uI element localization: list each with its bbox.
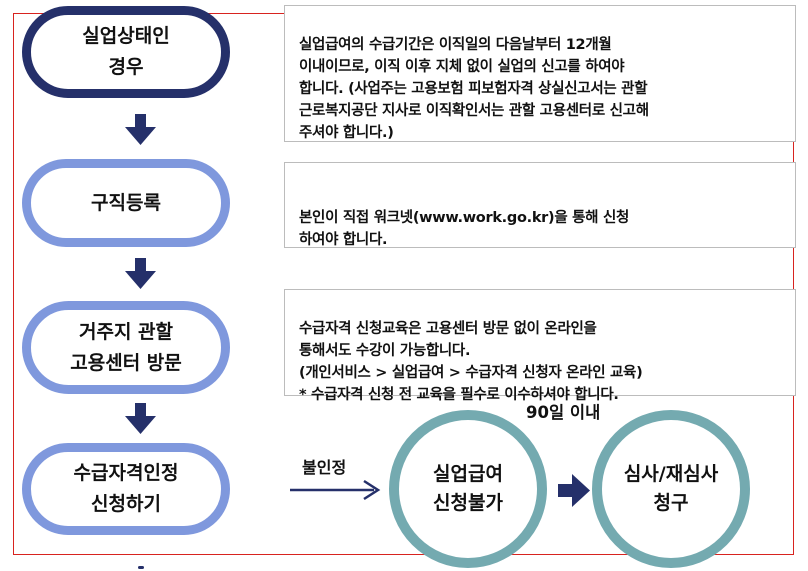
- outcome-review-request: 심사/재심사 청구: [592, 410, 750, 568]
- description-unemployed: 실업급여의 수급기간은 이직일의 다음날부터 12개월 이내이므로, 이직 이후…: [284, 5, 796, 142]
- right-arrow-icon: [558, 474, 590, 507]
- step-unemployed-label: 실업상태인 경우: [82, 25, 170, 78]
- outcome-not-eligible-label: 실업급여 신청불가: [433, 463, 503, 514]
- description-visit-center-text: 수급자격 신청교육은 고용센터 방문 없이 온라인을 통해서도 수강이 가능합니…: [299, 321, 643, 403]
- bottom-mark: [138, 566, 144, 569]
- down-arrow-icon: [125, 258, 156, 289]
- outcome-review-request-label: 심사/재심사 청구: [623, 463, 719, 514]
- reject-label: 불인정: [302, 458, 347, 477]
- description-job-registration-text: 본인이 직접 워크넷(www.work.go.kr)을 통해 신청 하여야 합니…: [299, 210, 630, 248]
- step-apply-eligibility: 수급자격인정 신청하기: [22, 443, 230, 535]
- down-arrow-icon: [125, 114, 156, 145]
- step-apply-eligibility-label: 수급자격인정 신청하기: [73, 462, 179, 515]
- down-arrow-icon: [125, 403, 156, 434]
- deadline-label: 90일 이내: [526, 403, 601, 422]
- outcome-not-eligible: 실업급여 신청불가: [389, 410, 547, 568]
- step-job-registration-label: 구직등록: [91, 191, 161, 214]
- step-job-registration: 구직등록: [22, 159, 230, 247]
- step-visit-center-label: 거주지 관할 고용센터 방문: [70, 320, 182, 374]
- step-unemployed: 실업상태인 경우: [22, 6, 230, 98]
- description-job-registration: 본인이 직접 워크넷(www.work.go.kr)을 통해 신청 하여야 합니…: [284, 162, 796, 248]
- right-arrow-icon: [290, 479, 381, 501]
- description-unemployed-text: 실업급여의 수급기간은 이직일의 다음날부터 12개월 이내이므로, 이직 이후…: [299, 37, 649, 141]
- description-visit-center: 수급자격 신청교육은 고용센터 방문 없이 온라인을 통해서도 수강이 가능합니…: [284, 289, 796, 403]
- step-visit-center: 거주지 관할 고용센터 방문: [22, 301, 230, 394]
